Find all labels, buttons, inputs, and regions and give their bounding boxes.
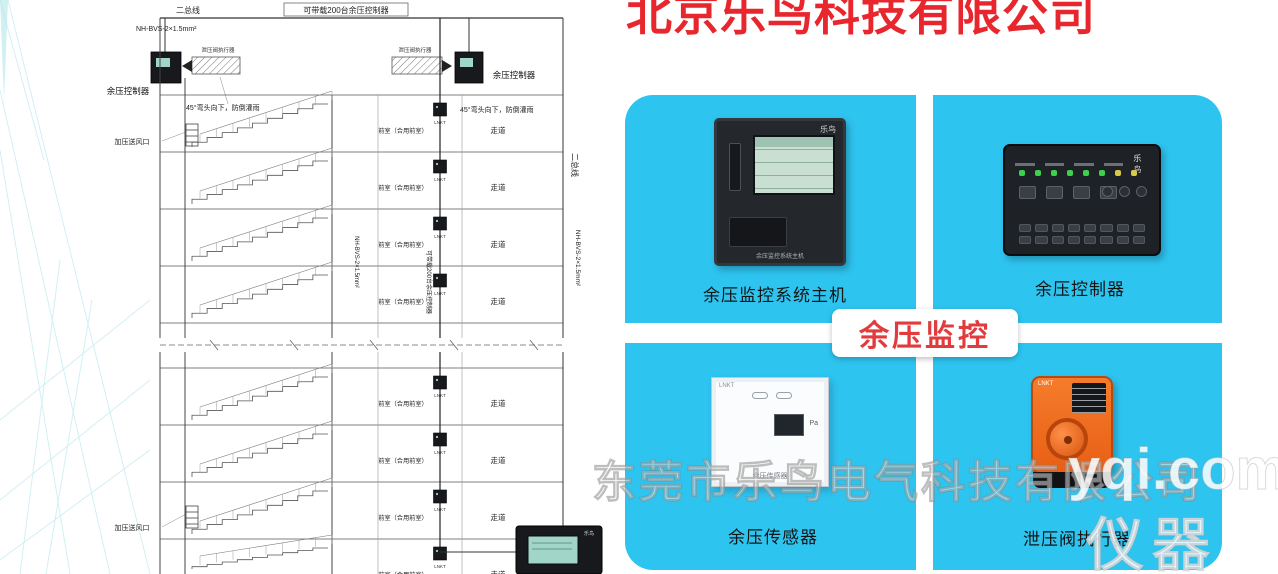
actuator-knob [1046, 418, 1088, 460]
air-vents [161, 123, 199, 529]
actuator-logo: LNKT [1038, 381, 1054, 387]
caption-controller: 余压控制器 [1035, 280, 1125, 299]
watermark-site: yqi.com [1067, 437, 1278, 503]
watermark-site-cn: 仪器网 [1086, 513, 1219, 574]
duct-symbol-left [191, 56, 241, 75]
corridor-label: 走道 [491, 569, 506, 574]
host-screen [753, 135, 835, 195]
floor-device-symbol [433, 432, 447, 447]
host-keypad [729, 217, 787, 247]
capacity-label: 可带载200台余压控制器 [303, 5, 388, 15]
corridor-label: 走道 [491, 182, 506, 192]
bus-right-label: 二总线 [570, 153, 580, 177]
sensor-nameplate: 余压传感器 [752, 473, 788, 480]
floor-device-label: LNKT [434, 450, 446, 455]
floor-device-label: LNKT [434, 564, 446, 569]
product-panel: 乐鸟 余压监控系统主机 余压监控系统主机 乐鸟 余压控制器 LNKT [625, 95, 1222, 570]
sensor-display [774, 414, 804, 436]
floor-device-symbol [433, 273, 447, 288]
staircase-pressure-diagram: 二总线 可带载200台余压控制器 NH-BVS-2×1.5mm² 余压控制器 泄… [107, 2, 603, 574]
controller-left-label: 余压控制器 [107, 86, 150, 96]
caption-actuator: 泄压阀执行器 [1023, 530, 1131, 549]
floor-device-label: LNKT [434, 234, 446, 239]
floor-device-label: LNKT [434, 120, 446, 125]
floor-device-symbol [433, 375, 447, 390]
wire-label: NH-BVS-2×1.5mm² [136, 26, 197, 33]
actuator-base [1033, 472, 1111, 488]
corridor-label: 走道 [491, 125, 506, 135]
product-image-sensor: LNKT Pa 余压传感器 [711, 377, 829, 487]
front-room-label: 前室（合用前室） [378, 298, 428, 306]
front-room-label: 前室（合用前室） [378, 400, 428, 408]
sensor-logo: LNKT [719, 383, 735, 389]
wire-label-right: NH-BVS-2×1.5mm² [574, 230, 581, 287]
front-room-label: 前室（合用前室） [378, 127, 428, 135]
wire-label-mid: NH-BVS-2×1.5mm² [353, 236, 359, 288]
product-image-actuator: LNKT [1031, 376, 1113, 488]
product-image-monitor-host: 乐鸟 余压监控系统主机 [714, 118, 846, 266]
front-room-label: 前室（合用前室） [378, 571, 428, 574]
brand-logo: 乐鸟 [820, 125, 836, 134]
front-room-label: 前室（合用前室） [378, 514, 428, 522]
corridor-label: 走道 [491, 296, 506, 306]
section-break [150, 338, 575, 352]
capacity-label-vertical: 可带载200台余压控制器 [425, 250, 433, 314]
wireframe-decoration [0, 0, 151, 574]
floor-device-label: LNKT [434, 507, 446, 512]
sensor-unit-label: Pa [809, 420, 818, 427]
floor-device-label: LNKT [434, 177, 446, 182]
elbow-note-right: 45°弯头向下，防倒灌雨 [460, 105, 534, 114]
controller-leds [1019, 170, 1137, 176]
company-title: 北京乐鸟科技有限公司 [626, 0, 1096, 40]
corridor-label: 走道 [491, 239, 506, 249]
host-nameplate: 余压监控系统主机 [755, 254, 804, 260]
floor-device-symbol [433, 216, 447, 231]
corridor-label: 走道 [491, 398, 506, 408]
brand-logo: 乐鸟 [1133, 154, 1142, 174]
front-room-label: 前室（合用前室） [378, 241, 428, 249]
pressure-controller-symbol-left [150, 51, 182, 84]
actuator-note-right: 泄压阀执行器 [398, 46, 432, 54]
product-image-controller: 乐鸟 [1003, 144, 1161, 256]
actuator-nameplate [1072, 383, 1106, 413]
controller-top-row: 乐鸟 [1015, 153, 1149, 175]
controller-terminals [1019, 224, 1145, 244]
host-slot [729, 143, 741, 191]
front-room-label: 前室（合用前室） [378, 457, 428, 465]
corridor-label: 走道 [491, 455, 506, 465]
floors-group: LNKT 前室（合用前室） 走道 LNKT 前室（合用前室） 走道 LNKT 前室（合用前室）… [159, 18, 564, 574]
floor-device-symbol [433, 102, 447, 117]
caption-monitor-host: 余压监控系统主机 [703, 286, 847, 305]
front-room-label: 前室（合用前室） [378, 184, 428, 192]
pressure-controller-symbol-right [454, 51, 484, 84]
elbow-note-left: 45°弯头向下，防倒灌雨 [186, 103, 260, 112]
air-vent-label-top: 加压送风口 [115, 137, 150, 146]
floor-device-label: LNKT [434, 291, 446, 296]
floor-device-symbol [433, 489, 447, 504]
floor-device-symbol [433, 159, 447, 174]
center-badge: 余压监控 [832, 309, 1018, 357]
floor-device-symbol [433, 546, 447, 561]
sensor-buttons [752, 392, 792, 399]
top-bus-assembly: 二总线 可带载200台余压控制器 NH-BVS-2×1.5mm² 余压控制器 泄… [107, 2, 563, 114]
duct-symbol-right [391, 56, 443, 75]
host-brand-mini: 乐鸟 [584, 530, 594, 537]
floor-device-label: LNKT [434, 393, 446, 398]
watermark-company: 东莞市乐鸟电气科技有限公司 [592, 458, 1203, 508]
actuator-note-left: 泄压阀执行器 [201, 46, 235, 54]
bus-top-label: 二总线 [176, 5, 200, 15]
caption-sensor: 余压传感器 [728, 528, 818, 547]
controller-right-label: 余压控制器 [493, 70, 536, 80]
host-device-symbol: 乐鸟 [440, 525, 603, 574]
air-vent-label-bottom: 加压送风口 [115, 523, 150, 532]
controller-round-buttons [1102, 186, 1147, 197]
badge-text: 余压监控 [859, 320, 991, 353]
corridor-label: 走道 [491, 512, 506, 522]
